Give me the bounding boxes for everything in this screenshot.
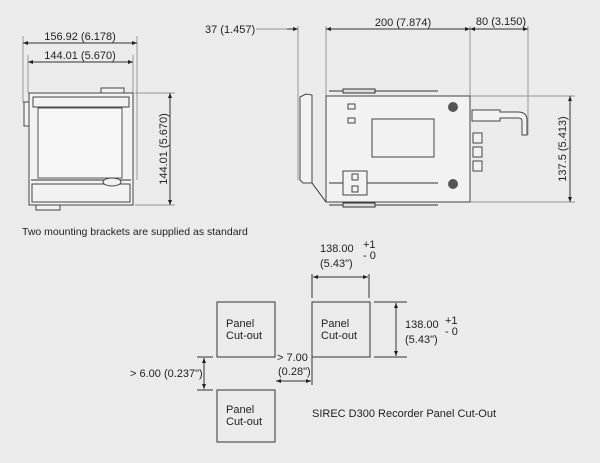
tolerance-plus: +1 [445, 315, 458, 327]
display-screen [37, 107, 123, 179]
tolerance-plus: +1 [363, 239, 376, 251]
cutout-label: Panel [226, 404, 254, 416]
side-view: 37 (1.457) 200 (7.874) 80 (3.150) 137.5 … [205, 16, 575, 208]
vertical-gap-label: > 6.00 (0.237") [130, 368, 203, 380]
cutout-label: Panel [321, 318, 349, 330]
cutout-label: Cut-out [226, 330, 262, 342]
cutout-height-label: 138.00 [405, 319, 439, 331]
panel-cutout-bottom [216, 389, 276, 443]
rear-clearance-label: 80 (3.150) [476, 16, 526, 28]
overall-width-label: 156.92 (6.178) [44, 31, 116, 43]
panel-cutout-top-left [216, 301, 276, 358]
horizontal-gap-inch-label: (0.28") [278, 366, 311, 378]
cutout-label: Cut-out [226, 416, 262, 428]
body-depth-label: 200 (7.874) [375, 17, 431, 29]
side-height-label: 137.5 (5.413) [557, 116, 569, 181]
label-plate [371, 118, 435, 158]
horizontal-gap-label: > 7.00 [277, 352, 308, 364]
cutout-title: SIREC D300 Recorder Panel Cut-Out [312, 408, 496, 420]
mounting-bracket-bottom [35, 204, 61, 211]
front-caption: Two mounting brackets are supplied as st… [22, 226, 248, 238]
cutout-width-label: 138.00 [320, 243, 354, 255]
panel-cutout-diagram: Panel Cut-out Panel Cut-out Panel Cut-ou… [130, 239, 496, 443]
bezel-depth-label: 37 (1.457) [205, 24, 255, 36]
screw-bottom [448, 179, 458, 189]
front-view: 156.92 (6.178) 144.01 (5.670) 144.01 (5.… [22, 31, 248, 238]
cutout-width-inch-label: (5.43") [320, 258, 353, 270]
door-latch [102, 177, 122, 187]
front-bezel [299, 93, 313, 184]
screw-top [448, 102, 458, 112]
front-height-label: 144.01 (5.670) [158, 113, 170, 185]
cutout-width-label: 144.01 (5.670) [44, 50, 116, 62]
cutout-label: Cut-out [321, 330, 357, 342]
cable-connector [471, 109, 528, 136]
mounting-bracket-top [100, 87, 125, 94]
tolerance-minus: - 0 [445, 326, 458, 338]
cutout-height-inch-label: (5.43") [405, 334, 438, 346]
tolerance-minus: - 0 [363, 250, 376, 262]
panel-cutout-top-right [311, 301, 371, 358]
cutout-label: Panel [226, 318, 254, 330]
